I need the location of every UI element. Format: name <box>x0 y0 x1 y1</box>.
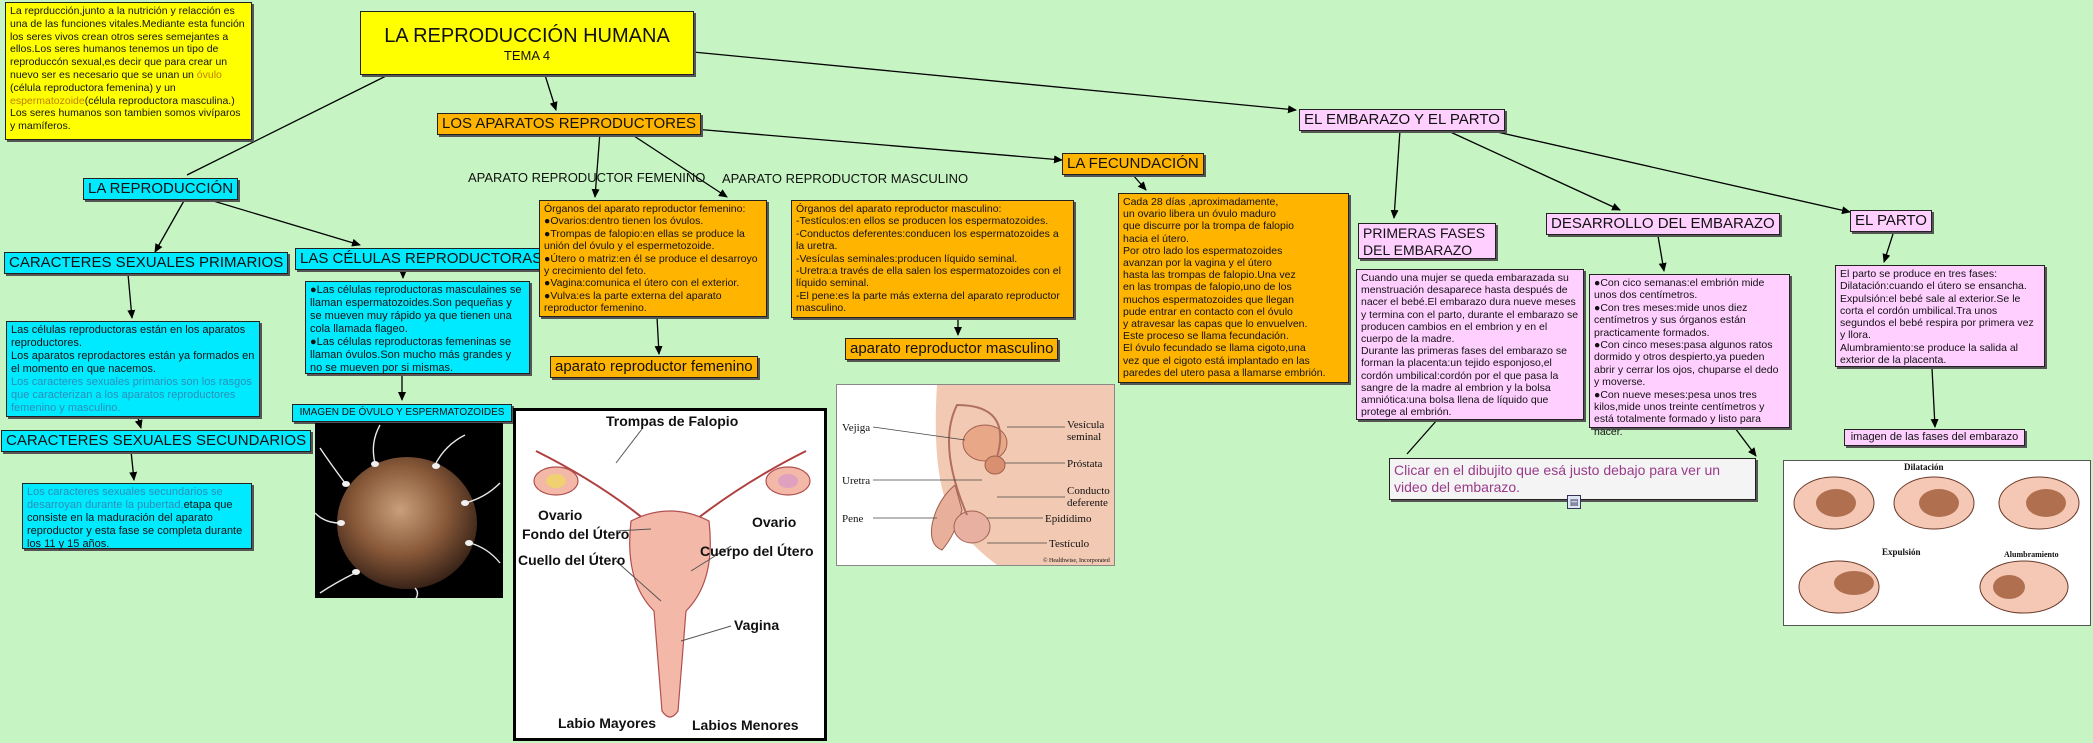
link-aparatos-femenino-text <box>591 131 601 198</box>
node-parto: EL PARTO <box>1850 210 1932 232</box>
link-parto-text <box>1882 233 1894 263</box>
label-ovario-left: Ovario <box>538 507 582 523</box>
link-title-embarazo <box>692 51 1297 114</box>
intro-text-2: (célula reproductora femenina) y un <box>10 81 176 94</box>
fases-parto-drawing: Dilatación Expulsión Alumbramiento <box>1793 462 2080 614</box>
label-vesicula-2: seminal <box>1067 431 1101 443</box>
intro-text-3: (célula reproductora masculina.) Los ser… <box>10 94 241 133</box>
intro-ovulo-highlight: óvulo <box>196 68 222 81</box>
label-conducto-2: deferente <box>1067 497 1108 509</box>
label-cuerpo-utero: Cuerpo del Útero <box>700 542 814 559</box>
celulas-image-label: IMAGEN DE ÓVULO Y ESPERMATOZOIDES <box>292 404 512 422</box>
link-desarrollo-video <box>1734 427 1757 457</box>
fases-parto-image: Dilatación Expulsión Alumbramiento <box>1783 460 2091 626</box>
label-labio-mayores: Labio Mayores <box>558 715 656 731</box>
label-fondo-utero: Fondo del Útero <box>522 525 629 542</box>
node-aparato-masculino: aparato reproductor masculino <box>845 338 1059 360</box>
link-femenino-label <box>654 316 663 355</box>
label-cuello-utero: Cuello del Útero <box>518 551 625 568</box>
label-vejiga: Vejiga <box>842 422 870 434</box>
label-trompas: Trompas de Falopio <box>606 413 738 429</box>
link-aparatos-masculino-text <box>627 131 728 198</box>
page-title: LA REPRODUCCIÓN HUMANA <box>384 25 670 47</box>
title-box: LA REPRODUCCIÓN HUMANA TEMA 4 <box>360 11 694 75</box>
primarios-text-box: Las células reproductoras están en los a… <box>6 321 260 417</box>
label-prostata: Próstata <box>1067 458 1103 470</box>
video-icon[interactable]: ▤ <box>1567 495 1581 509</box>
parto-image-label: imagen de las fases del embarazo <box>1844 429 2025 446</box>
secundarios-text-b: etapa que consiste en la maduración del … <box>27 499 243 550</box>
label-epididimo: Epidídimo <box>1045 513 1092 525</box>
femenino-text-box: Órganos del aparato reproductor femenino… <box>539 200 767 317</box>
primarios-text-a: Las células reproductoras están en los a… <box>11 324 255 375</box>
page-subtitle: TEMA 4 <box>503 48 551 63</box>
label-testiculo: Testículo <box>1049 538 1090 550</box>
aparato-femenino-diagram: Trompas de Falopio Ovario Ovario Fondo d… <box>513 408 827 741</box>
label-alumbramiento: Alumbramiento <box>2004 550 2059 559</box>
link-aparatos-fecundacion <box>681 127 1063 164</box>
node-reproduccion: LA REPRODUCCIÓN <box>83 178 239 200</box>
link-secundarios-text <box>129 450 138 481</box>
node-embarazo-parto: EL EMBARAZO Y EL PARTO <box>1299 109 1505 131</box>
node-primeras-fases: PRIMERAS FASES DEL EMBARAZO <box>1358 223 1496 259</box>
node-fecundacion: LA FECUNDACIÓN <box>1062 153 1204 175</box>
link-primarios-text <box>127 273 136 319</box>
link-embarazo-parto <box>1461 123 1851 215</box>
parto-text-box: El parto se produce en tres fases: Dilat… <box>1835 265 2045 367</box>
femenino-heading: APARATO REPRODUCTOR FEMENINO <box>468 170 706 185</box>
desarrollo-text-box: ●Con cico semanas:el embrión mide unos d… <box>1589 274 1790 438</box>
video-link[interactable]: Clicar en el dibujito que esá justo deba… <box>1389 458 1756 500</box>
link-reproduccion-primarios <box>154 198 186 253</box>
label-expulsion: Expulsión <box>1882 547 1921 557</box>
label-ovario-right: Ovario <box>752 514 796 530</box>
label-labios-menores: Labios Menores <box>692 717 799 733</box>
primeras-text-box: Cuando una mujer se queda embarazada su … <box>1356 269 1584 420</box>
node-aparatos-reproductores: LOS APARATOS REPRODUCTORES <box>437 113 701 135</box>
intro-box: La reprducción,junto a la nutrición y re… <box>5 2 252 140</box>
label-pene: Pene <box>842 513 864 525</box>
label-vagina: Vagina <box>734 617 779 633</box>
celulas-text-box: ●Las células reproductoras masculaines s… <box>305 281 530 374</box>
secundarios-text-box: Los caracteres sexuales secundarios se d… <box>22 483 252 550</box>
secundarios-text-a: Los caracteres sexuales secundarios se d… <box>27 486 223 511</box>
aparato-masculino-diagram: Vejiga Uretra Pene Vesícula seminal Prós… <box>836 384 1115 566</box>
ovulo-espermatozoides-image <box>315 423 503 598</box>
link-embarazo-desarrollo <box>1445 129 1621 211</box>
primarios-text-b: Los caracteres sexuales primarios son lo… <box>11 376 252 414</box>
node-desarrollo-embarazo: DESARROLLO DEL EMBARAZO <box>1546 213 1780 235</box>
label-dilatacion: Dilatación <box>1904 462 1944 472</box>
intro-text-1: La reprducción,junto a la nutrición y re… <box>10 5 245 81</box>
link-reproduccion-celulas <box>199 196 361 247</box>
node-celulas-reproductoras: LAS CÉLULAS REPRODUCTORAS <box>295 248 548 270</box>
masculino-text-box: Órganos del aparato reproductor masculin… <box>791 200 1074 318</box>
fecundacion-text-box: Cada 28 días ,aproximadamente, un ovario… <box>1118 193 1349 383</box>
link-title-reproduccion <box>186 73 391 176</box>
link-title-aparatos <box>544 74 558 111</box>
node-caracteres-primarios: CARACTERES SEXUALES PRIMARIOS <box>4 252 289 274</box>
ovulo-image-drawing <box>315 424 501 598</box>
link-embarazo-primeras <box>1390 129 1401 219</box>
link-primarios-secundarios <box>134 417 143 429</box>
node-aparato-femenino: aparato reproductor femenino <box>550 356 758 378</box>
label-uretra: Uretra <box>842 475 870 487</box>
link-parto-image-label <box>1930 367 1939 428</box>
link-primeras-video <box>1406 419 1438 455</box>
masculino-heading: APARATO REPRODUCTOR MASCULINO <box>722 171 969 186</box>
masculino-diagram-drawing: Vejiga Uretra Pene Vesícula seminal Prós… <box>842 385 1114 565</box>
intro-espermatozoide-highlight: espermatozoide <box>10 94 85 107</box>
femenino-diagram-drawing: Trompas de Falopio Ovario Ovario Fondo d… <box>518 413 814 733</box>
label-conducto-1: Conducto <box>1067 485 1110 497</box>
link-desarrollo-text <box>1657 235 1667 272</box>
label-credit: © Healthwise, Incorporated <box>1043 557 1110 564</box>
link-fecundacion-text <box>1132 174 1147 191</box>
label-vesicula-1: Vesícula <box>1067 419 1104 431</box>
node-caracteres-secundarios: CARACTERES SEXUALES SECUNDARIOS <box>1 430 312 452</box>
